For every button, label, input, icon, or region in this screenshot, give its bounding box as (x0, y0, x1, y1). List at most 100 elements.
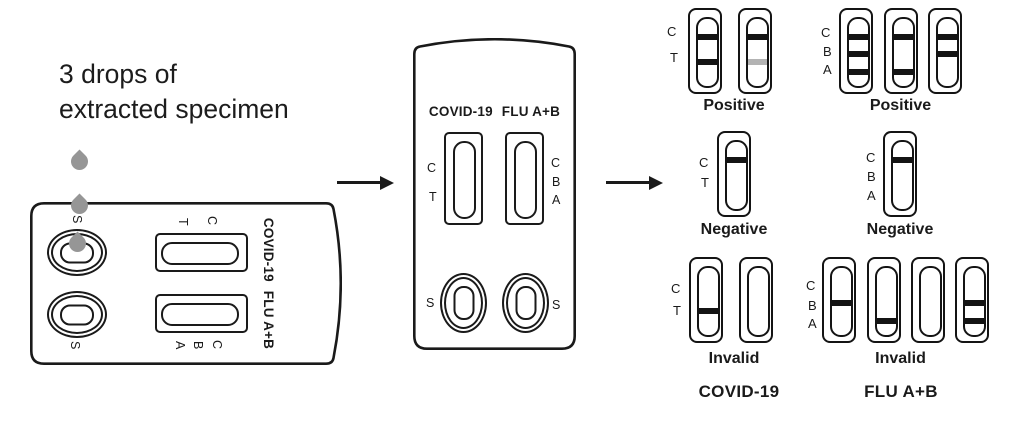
test-line-band (747, 33, 767, 40)
well-s-marker-left: S (70, 215, 84, 224)
well-ring (506, 277, 545, 329)
result-c-marker: C (671, 281, 681, 296)
result-t-marker: T (701, 175, 709, 190)
sample-well-right (502, 273, 549, 333)
well-hole (60, 304, 94, 325)
covid-c-marker: C (427, 161, 437, 175)
test-cassette-vertical: COVID-19 FLU A+B C T C B A S S (413, 38, 576, 350)
cassette-outline (413, 38, 576, 350)
flu-section-label: FLU A+B (864, 382, 938, 401)
test-cassette: COVID-19 FLU A+B C T C B A S S (30, 202, 342, 365)
flu-result-window (505, 132, 544, 225)
sample-well-left (440, 273, 487, 333)
test-line-band (698, 307, 718, 314)
result-c-marker: C (699, 155, 709, 170)
covid-positive-strip-1 (688, 8, 722, 94)
flu-negative-label: Negative (866, 221, 934, 238)
test-line-band-faint (747, 58, 767, 65)
flu-b-marker: B (191, 341, 205, 350)
cassette-title-flu: FLU A+B (261, 290, 276, 350)
well-s-marker-right: S (68, 341, 82, 350)
test-line-band (964, 299, 984, 306)
covid-t-marker: T (176, 218, 190, 226)
cassette-title: COVID-19 FLU A+B (261, 202, 276, 365)
result-b-marker: B (867, 169, 876, 184)
covid-result-window (155, 233, 248, 272)
cassette-title-flu: FLU A+B (501, 104, 561, 119)
flu-positive-strip-2 (884, 8, 918, 94)
result-c-marker: C (821, 25, 831, 40)
sample-well-right (47, 291, 107, 338)
well-ring (51, 295, 103, 334)
cassette-title-covid: COVID-19 (261, 217, 276, 282)
covid-positive-strip-2 (738, 8, 772, 94)
well-s-marker-right: S (552, 298, 561, 312)
result-c-marker: C (866, 150, 876, 165)
test-line-band (876, 317, 896, 324)
result-t-marker: T (673, 303, 681, 318)
result-a-marker: A (823, 62, 832, 77)
test-line-band (893, 33, 913, 40)
well-s-marker-left: S (426, 296, 435, 310)
test-line-band (831, 299, 851, 306)
arrow-icon (606, 175, 663, 190)
test-line-band (848, 33, 868, 40)
covid-window-slot (452, 141, 476, 219)
strip-window (874, 265, 898, 337)
result-t-marker: T (670, 50, 678, 65)
flu-b-marker: B (552, 175, 561, 189)
test-line-band (848, 50, 868, 57)
covid-invalid-label: Invalid (708, 350, 760, 367)
flu-window-slot (161, 302, 239, 326)
flu-invalid-strip-3 (911, 257, 945, 343)
instruction-line-2: extracted specimen (59, 94, 289, 124)
flu-window-slot (513, 141, 537, 219)
well-hole (515, 286, 536, 320)
test-line-band (697, 33, 717, 40)
test-line-band (892, 156, 912, 163)
strip-window (695, 16, 719, 88)
strip-window (891, 16, 915, 88)
test-line-band (726, 156, 746, 163)
test-line-band (937, 33, 957, 40)
instruction-text: 3 drops of extracted specimen (59, 57, 289, 127)
flu-positive-label: Positive (869, 97, 932, 114)
strip-window (724, 139, 748, 211)
result-b-marker: B (823, 44, 832, 59)
flu-invalid-strip-1 (822, 257, 856, 343)
specimen-cassette-horizontal: COVID-19 FLU A+B C T C B A S S (30, 202, 342, 365)
well-hole (453, 286, 474, 320)
arrow-icon (337, 175, 394, 190)
test-line-band (937, 50, 957, 57)
strip-window (918, 265, 942, 337)
flu-invalid-strip-2 (867, 257, 901, 343)
flu-negative-strip (883, 131, 917, 217)
flu-invalid-label: Invalid (875, 350, 926, 367)
result-c-marker: C (667, 24, 677, 39)
result-c-marker: C (806, 278, 816, 293)
covid-positive-label: Positive (703, 97, 765, 114)
test-line-band (848, 68, 868, 75)
covid-t-marker: T (429, 190, 437, 204)
flu-positive-strip-3 (928, 8, 962, 94)
covid-invalid-strip-2 (739, 257, 773, 343)
covid-invalid-strip-1 (689, 257, 723, 343)
flu-a-marker: A (173, 341, 187, 350)
flu-positive-strip-1 (839, 8, 873, 94)
well-ring (444, 277, 483, 329)
test-line-band (893, 68, 913, 75)
strip-window (696, 265, 720, 337)
result-a-marker: A (808, 316, 817, 331)
strip-window (746, 265, 770, 337)
flu-c-marker: C (210, 340, 224, 350)
covid-section-label: COVID-19 (698, 382, 780, 401)
flu-c-marker: C (551, 156, 561, 170)
droplet-icon (67, 149, 92, 174)
covid-window-slot (161, 241, 239, 265)
instruction-line-1: 3 drops of (59, 59, 177, 89)
strip-window (890, 139, 914, 211)
flu-invalid-strip-4 (955, 257, 989, 343)
covid-c-marker: C (205, 216, 219, 226)
cassette-title-covid: COVID-19 (428, 104, 493, 119)
